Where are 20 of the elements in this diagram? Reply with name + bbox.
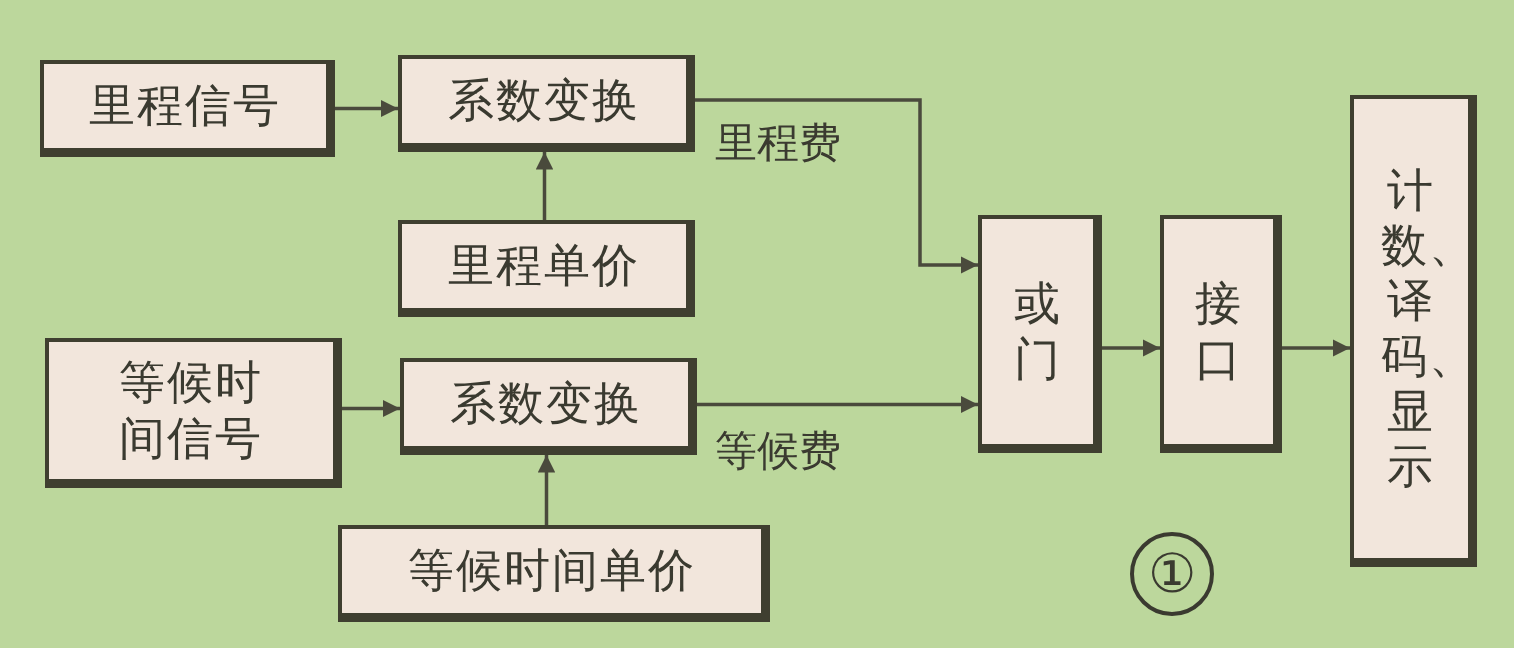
block-box: 里程单价 bbox=[398, 220, 695, 317]
block-box: 接口 bbox=[1160, 215, 1282, 453]
arrow bbox=[537, 455, 556, 525]
block-box: 等候时间单价 bbox=[338, 525, 770, 622]
block-box: 或门 bbox=[978, 215, 1102, 453]
arrow bbox=[535, 152, 554, 220]
arrow bbox=[695, 98, 978, 274]
edge-label: 里程费 bbox=[715, 120, 841, 167]
block-box: 计数、译码、显示 bbox=[1350, 95, 1477, 567]
arrow bbox=[342, 399, 400, 418]
arrow bbox=[1102, 339, 1160, 357]
edge-label: 等候费 bbox=[715, 428, 841, 475]
block-box: 里程信号 bbox=[40, 60, 335, 157]
arrow bbox=[697, 395, 978, 414]
arrow bbox=[335, 99, 398, 118]
block-box: 系数变换 bbox=[400, 358, 697, 455]
block-box: 系数变换 bbox=[398, 55, 695, 152]
arrow bbox=[1282, 339, 1350, 357]
figure-number: ① bbox=[1130, 532, 1214, 616]
block-box: 等候时间信号 bbox=[45, 338, 342, 488]
